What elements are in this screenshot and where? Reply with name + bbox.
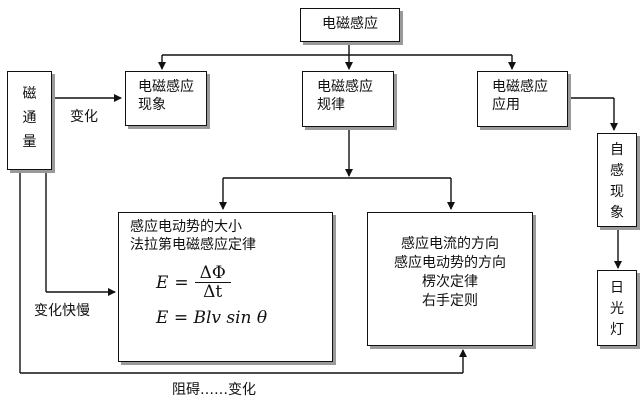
self-induction-char-3: 现 xyxy=(610,184,624,200)
phenomenon-line-1: 电磁感应 xyxy=(138,79,194,95)
self-induction-char-4: 象 xyxy=(610,205,624,221)
law-line-1: 电磁感应 xyxy=(317,79,373,95)
application-line-2: 应用 xyxy=(492,97,520,113)
faraday-equation: E = ΔΦ Δt xyxy=(156,264,332,301)
self-induction-char-1: 自 xyxy=(610,142,624,158)
application-node: 电磁感应 应用 xyxy=(477,71,568,127)
edge-label-rate: 变化快慢 xyxy=(34,303,90,319)
fraction-bar xyxy=(194,282,231,283)
fluorescent-char-2: 光 xyxy=(610,301,624,317)
flux-char-1: 磁 xyxy=(22,86,37,102)
current-line-4: 右手定则 xyxy=(422,293,478,309)
phenomenon-line-2: 现象 xyxy=(138,97,166,113)
current-line-3: 楞次定律 xyxy=(422,274,478,290)
fluorescent-char-1: 日 xyxy=(610,280,624,296)
self-induction-char-2: 感 xyxy=(610,163,624,179)
root-label: 电磁感应 xyxy=(322,16,378,32)
current-line-1: 感应电流的方向 xyxy=(401,236,499,252)
current-direction-node: 感应电流的方向 感应电动势的方向 楞次定律 右手定则 xyxy=(367,212,533,346)
faraday-numerator: ΔΦ xyxy=(199,263,226,283)
motional-emf-equation: E = Blv sin θ xyxy=(156,308,268,328)
emf-magnitude-node: 感应电动势的大小 法拉第电磁感应定律 E = ΔΦ Δt E = Blv sin… xyxy=(118,212,333,362)
emf-line-2: 法拉第电磁感应定律 xyxy=(130,237,256,253)
faraday-lhs: E xyxy=(156,272,169,293)
self-induction-node: 自 感 现 象 xyxy=(597,133,637,227)
application-line-1: 电磁感应 xyxy=(492,79,548,95)
faraday-denominator: Δt xyxy=(203,282,223,302)
law-node: 电磁感应 规律 xyxy=(302,71,394,127)
root-node: 电磁感应 xyxy=(300,8,400,42)
flux-char-2: 通 xyxy=(22,110,37,126)
edge-label-change: 变化 xyxy=(70,109,98,125)
faraday-fraction: ΔΦ Δt xyxy=(194,263,231,302)
flux-node: 磁 通 量 xyxy=(7,71,52,170)
emf-line-1: 感应电动势的大小 xyxy=(130,219,242,235)
edge-label-oppose: 阻碍……变化 xyxy=(172,382,256,398)
fluorescent-char-3: 灯 xyxy=(610,322,624,338)
phenomenon-node: 电磁感应 现象 xyxy=(125,71,207,126)
current-line-2: 感应电动势的方向 xyxy=(394,255,506,271)
flux-char-3: 量 xyxy=(22,134,37,150)
law-line-2: 规律 xyxy=(317,97,345,113)
fluorescent-lamp-node: 日 光 灯 xyxy=(597,270,637,346)
